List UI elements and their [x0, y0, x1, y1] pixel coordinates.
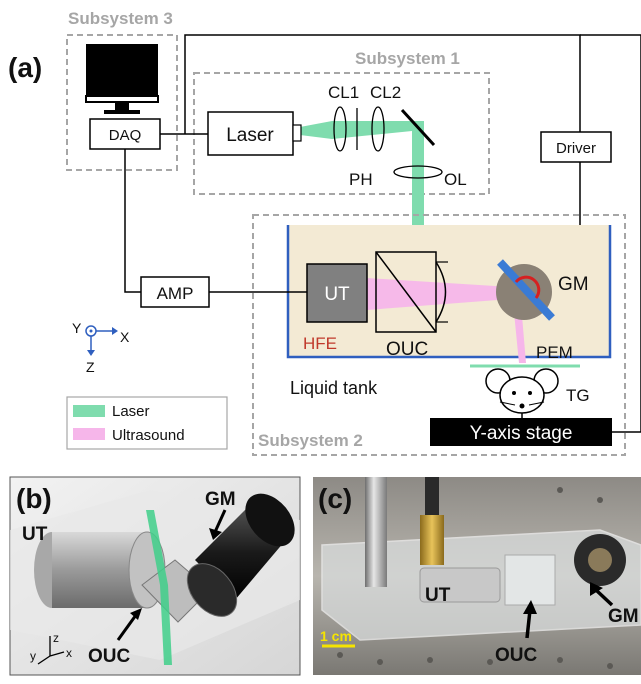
- ouc-cube: [375, 251, 437, 333]
- ut-label: UT: [324, 284, 350, 305]
- panel-b-gm-arrowhead: [209, 528, 222, 540]
- laser-beam-horizontal: [300, 121, 412, 139]
- metal-rod: [365, 477, 387, 587]
- panel-c-gm-arrow: [594, 588, 614, 607]
- panel-b-ouc-arrow: [116, 614, 138, 641]
- subsystem1-title: Subsystem 1: [355, 49, 460, 68]
- ouc-label: OUC: [386, 339, 428, 360]
- ut-cylinder-render: [34, 531, 166, 609]
- panel-b-letter: (b): [16, 483, 52, 514]
- ut-photo: [419, 567, 501, 603]
- laser-beam-render: [146, 510, 172, 665]
- liquid-tank-label: Liquid tank: [290, 378, 378, 398]
- xyz-axes-icon: [37, 636, 65, 665]
- gold-connector: [420, 515, 444, 565]
- panel-c-gm-label: GM: [608, 606, 639, 627]
- wire-daq-driver: [184, 34, 581, 134]
- panel-b-ouc-label: OUC: [88, 646, 131, 667]
- ouc-diagonal: [375, 251, 437, 333]
- mouse-icon: [485, 368, 559, 420]
- panel-a: (a) Subsystem 3 DAQ Subsystem 1 Laser CL…: [8, 9, 641, 456]
- panel-c-gm-arrowhead: [590, 582, 603, 596]
- ouc-lens: [435, 261, 447, 323]
- wire-daq-amp: [124, 149, 141, 293]
- table-holes: [337, 487, 613, 669]
- legend-ultrasound-label: Ultrasound: [112, 427, 185, 444]
- laser-box-label: Laser: [226, 125, 274, 146]
- axis-x-label: X: [120, 329, 130, 345]
- gm-label: GM: [558, 274, 589, 295]
- ouc-photo: [504, 554, 556, 606]
- laser-aperture: [292, 124, 302, 142]
- fold-mirror: [400, 108, 436, 147]
- y-axis-stage: [430, 418, 612, 446]
- panel-a-letter: (a): [8, 52, 42, 83]
- panel-c-ouc-arrow: [525, 609, 532, 639]
- panel-c-ut-label: UT: [425, 585, 451, 606]
- axis-y-label: Y: [72, 320, 82, 336]
- ultrasound-beam: [367, 278, 510, 310]
- cl1-lens: [333, 106, 347, 152]
- panel-b-gm-label: GM: [205, 489, 236, 510]
- legend-laser-label: Laser: [112, 403, 150, 420]
- hfe-label: HFE: [303, 334, 337, 353]
- axis-z-label: Z: [86, 359, 95, 375]
- gm-mirror: [497, 259, 555, 321]
- panel-b-axis-y: y: [30, 649, 36, 663]
- liquid-tank-wall: [286, 225, 612, 359]
- cl1-label: CL1: [328, 83, 359, 102]
- panel-c-ouc-label: OUC: [495, 645, 538, 666]
- panel-c: 1 cm (c) UT OUC GM: [313, 477, 641, 675]
- scale-bar-label: 1 cm: [320, 628, 352, 644]
- panel-c-ouc-arrowhead: [523, 600, 537, 614]
- subsystem2-title: Subsystem 2: [258, 431, 363, 450]
- subsystem3-title: Subsystem 3: [68, 9, 173, 28]
- legend-laser-swatch: [73, 405, 105, 417]
- ol-lens: [393, 165, 443, 179]
- legend-ultrasound-swatch: [73, 428, 105, 440]
- ut-transducer: [306, 263, 368, 323]
- monitor-icon: [85, 44, 159, 114]
- driver-box: [540, 131, 612, 163]
- subsystem3-box: [66, 34, 178, 171]
- amp-label: AMP: [157, 284, 194, 303]
- panel-b: (b) UT GM OUC z x y: [9, 476, 301, 676]
- ph-label: PH: [349, 170, 373, 189]
- cl2-label: CL2: [370, 83, 401, 102]
- panel-b-ut-label: UT: [22, 524, 48, 545]
- gm-cylinder-render: [186, 493, 295, 617]
- panel-b-gm-arrow: [213, 509, 227, 533]
- gm-photo-center: [588, 548, 612, 572]
- cable: [425, 477, 439, 517]
- panel-b-ouc-arrowhead: [130, 608, 142, 620]
- cl2-lens: [371, 106, 385, 152]
- panel-b-axis-x: x: [66, 646, 72, 660]
- y-axis-stage-label: Y-axis stage: [470, 423, 573, 444]
- driver-label: Driver: [556, 140, 596, 157]
- subsystem2-box: [252, 214, 626, 456]
- ol-label: OL: [444, 170, 467, 189]
- pem-label: PEM: [536, 343, 573, 362]
- gm-rotation-arrow: [514, 275, 541, 299]
- panel-b-axis-z: z: [53, 631, 59, 645]
- laser-box: [207, 111, 294, 156]
- daq-label: DAQ: [109, 127, 142, 144]
- panel-c-letter: (c): [318, 483, 352, 514]
- tg-label: TG: [566, 386, 590, 405]
- coordinate-axes-icon: [85, 325, 118, 356]
